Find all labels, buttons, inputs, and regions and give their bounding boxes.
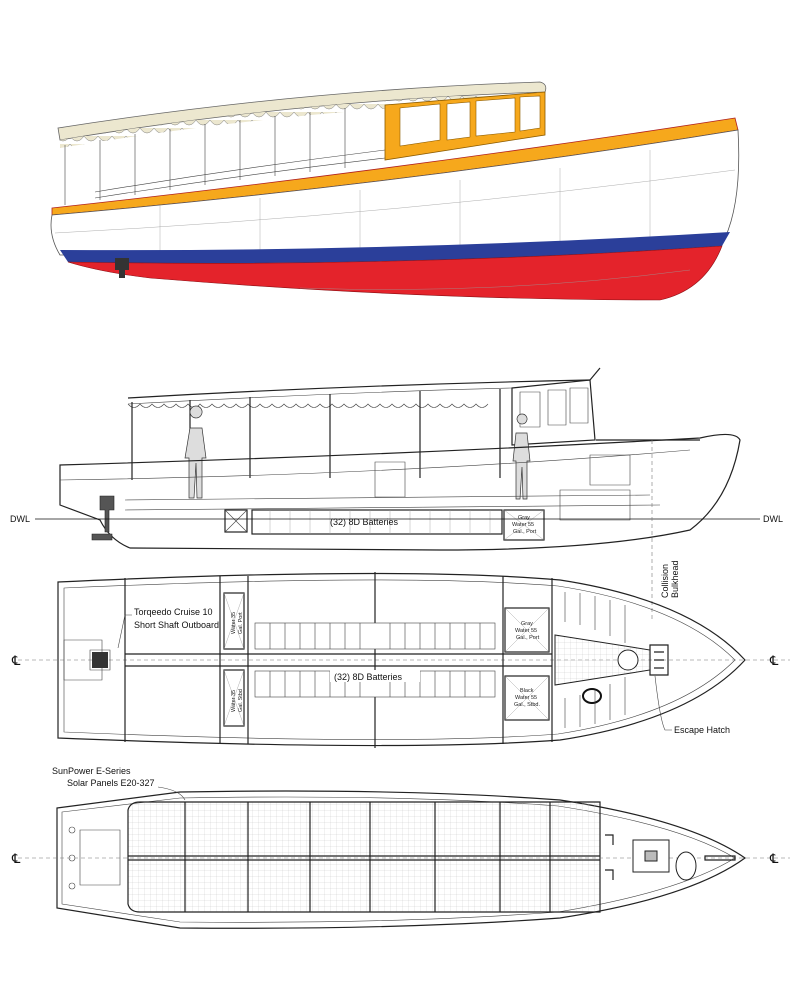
solar-panel-dividers <box>128 802 600 912</box>
boot-stripe <box>60 232 730 264</box>
water-tank-port-label: Water 35Gal. Port <box>231 612 244 634</box>
solar-panel-array <box>127 801 601 913</box>
canopy-posts <box>64 108 346 205</box>
gray-water-tank-profile <box>503 509 545 541</box>
person-figure <box>184 405 207 499</box>
collision-bulkhead-label: CollisionBulkhead <box>660 560 680 598</box>
dwl-label-right: DWL <box>763 514 783 524</box>
centerline-symbol-right: ℄ <box>769 653 779 668</box>
batteries-label-profile: (32) 8D Batteries <box>330 517 399 527</box>
bottom-paint <box>67 245 723 301</box>
color-rendering-view <box>50 81 740 301</box>
hull-outline-plan <box>57 572 746 747</box>
hull-profile <box>59 433 741 551</box>
gray-water-label: Water 55 <box>512 522 534 528</box>
centerline-symbol-left: ℄ <box>11 653 21 668</box>
battery-bank-profile <box>251 509 503 535</box>
batteries-label-plan: (32) 8D Batteries <box>334 672 403 682</box>
dwl-label-left: DWL <box>10 514 30 524</box>
gray-water-label: Gal., Port <box>513 529 537 535</box>
railing <box>94 149 386 199</box>
canopy-profile <box>127 379 591 399</box>
hull-outline-roof <box>56 790 747 929</box>
canopy-posts-profile <box>131 389 501 480</box>
centerline-symbol-left: ℄ <box>11 851 21 866</box>
escape-hatch-label: Escape Hatch <box>674 725 730 735</box>
wheelhouse-profile <box>511 379 596 446</box>
wheelhouse-windows <box>399 95 541 147</box>
outboard-motor <box>115 258 129 278</box>
inboard-profile-view: (32) 8D Batteries Gray Water 55 Gal., Po… <box>10 367 783 620</box>
gray-water-label: Gray <box>518 515 530 521</box>
water-tank-stbd-label: Water 35Gal. Stbd <box>231 689 244 712</box>
person-figure <box>512 413 531 500</box>
hull-lines <box>54 150 736 257</box>
outboard-motor-profile <box>91 495 115 541</box>
battery-blocks-plan <box>254 622 496 698</box>
centerline-symbol-right: ℄ <box>769 851 779 866</box>
